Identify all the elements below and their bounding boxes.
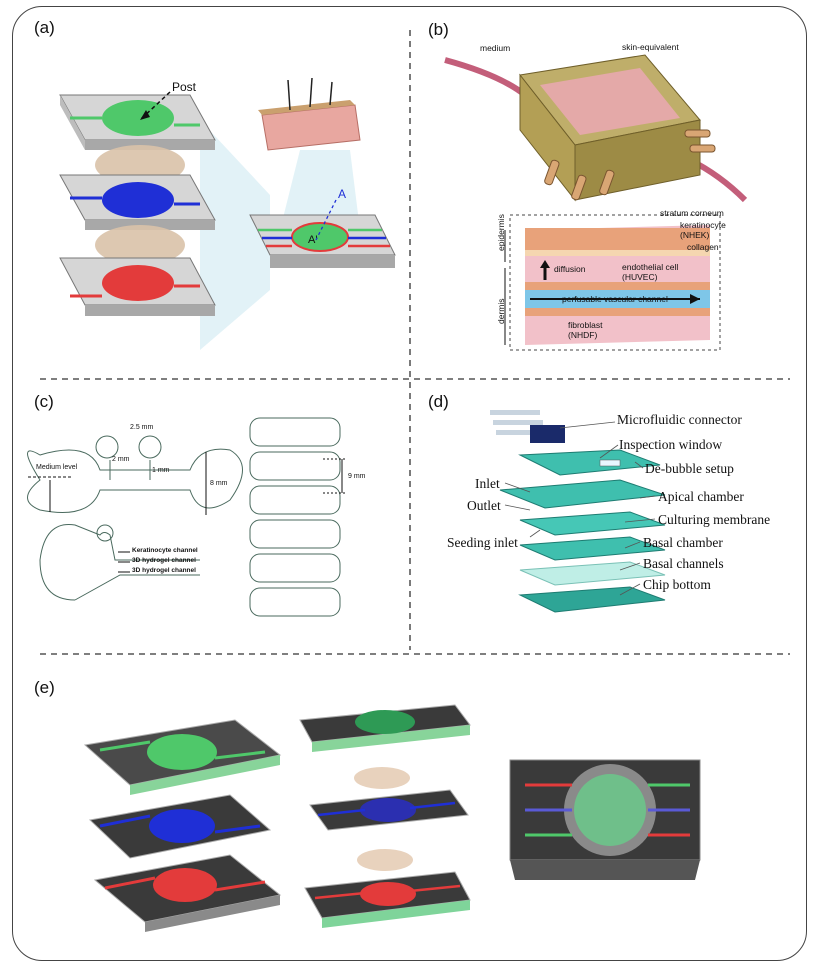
basal-channels-label: Basal channels: [643, 556, 724, 571]
vascular-channel-label: perfusable vascular channel: [562, 294, 668, 304]
panel-dividers: [40, 30, 790, 655]
panel-label-a: (a): [34, 18, 55, 37]
skin-equivalent-label: skin-equivalent: [622, 42, 679, 52]
epidermis-label: epidermis: [496, 214, 506, 251]
basal-chamber-label: Basal chamber: [643, 535, 723, 550]
seeding-inlet-label: Seeding inlet: [447, 535, 518, 550]
huvec-label: (HUVEC): [622, 272, 658, 282]
figure-frame: [12, 6, 807, 961]
apical-chamber-label: Apical chamber: [658, 489, 744, 504]
panel-label-c: (c): [34, 392, 54, 411]
debubble-label: De-bubble setup: [645, 461, 734, 476]
dim-8mm: 8 mm: [210, 480, 228, 487]
dermis-label: dermis: [496, 298, 506, 324]
inspection-window-label: Inspection window: [619, 437, 723, 452]
outlet-label: Outlet: [467, 498, 501, 513]
panel-c-graphics: [27, 417, 341, 617]
inlet-label: Inlet: [475, 476, 500, 491]
keratinocyte-channel-label: Keratinocyte channel: [132, 547, 198, 554]
dim-9mm: 9 mm: [348, 473, 366, 480]
fibroblast-label: fibroblast: [568, 320, 603, 330]
blue-chamber-a: [102, 182, 174, 218]
panel-d-graphics: [490, 410, 666, 613]
dim-2-5mm: 2.5 mm: [130, 424, 154, 431]
dim-1mm: 1 mm: [152, 467, 170, 474]
panel-label-e: (e): [34, 678, 55, 697]
panel-label-b: (b): [428, 20, 449, 39]
culturing-membrane-label: Culturing membrane: [658, 512, 771, 527]
hydrogel-channel-label-1: 3D hydrogel channel: [132, 557, 196, 564]
collagen-label: collagen: [687, 242, 719, 252]
chip-bottom-label: Chip bottom: [643, 577, 711, 592]
hydrogel-channel-label-2: 3D hydrogel channel: [132, 567, 196, 574]
keratinocyte-label: keratinocyte: [680, 220, 726, 230]
section-a-label: A: [338, 187, 347, 201]
panel-label-d: (d): [428, 392, 449, 411]
dim-2mm: 2 mm: [112, 456, 130, 463]
connector-label: Microfluidic connector: [617, 412, 742, 427]
panel-b-graphics: [444, 54, 748, 351]
panel-e-graphics: [83, 704, 701, 932]
red-chamber-a: [102, 265, 174, 301]
nhdf-label: (NHDF): [568, 330, 598, 340]
medium-label: medium: [480, 43, 511, 53]
green-chamber-a: [102, 100, 174, 136]
stratum-corneum-label: stratum corneum: [660, 208, 724, 218]
panel-a-graphics: [59, 77, 396, 350]
medium-level-label: Medium level: [36, 464, 78, 471]
section-a-prime-label: A': [308, 234, 318, 246]
nhek-label: (NHEK): [680, 230, 710, 240]
endothelial-label: endothelial cell: [622, 262, 679, 272]
post-label: Post: [172, 80, 197, 94]
diffusion-label: diffusion: [554, 264, 586, 274]
panel-c-dimensions: [28, 452, 345, 573]
